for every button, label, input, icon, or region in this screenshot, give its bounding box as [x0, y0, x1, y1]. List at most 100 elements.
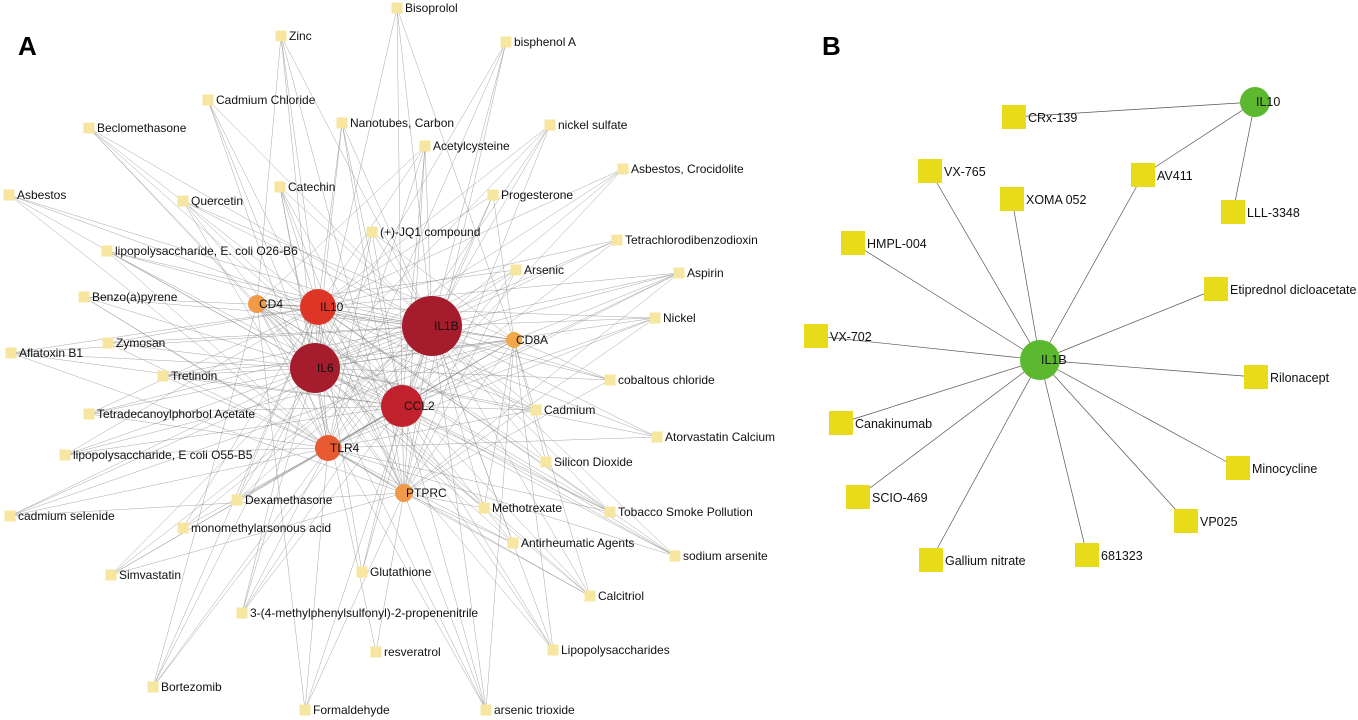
drug-marker — [1002, 105, 1026, 129]
drug-node-lipopolysaccharides: Lipopolysaccharides — [547, 643, 670, 657]
edge-tobacco-smoke-pollution-il6 — [314, 367, 611, 513]
edge-xoma-052-il1b — [1011, 198, 1041, 361]
drug-node-catechin: Catechin — [274, 180, 335, 194]
edge-tetrachlorodibenzodioxin-il10 — [317, 239, 618, 308]
panel-b-edges — [815, 101, 1257, 561]
gene-label: CD8A — [516, 333, 548, 347]
edge-lipopolysaccharide-e-coli-o55-b5-cd8a — [64, 339, 515, 456]
edge-benzo-a-pyrene-ptprc — [83, 296, 405, 494]
edge-beclomethasone-il6 — [88, 127, 316, 369]
drug-label: Benzo(a)pyrene — [92, 290, 178, 304]
drug-label: Aspirin — [687, 266, 724, 280]
edge-aflatoxin-b1-il1b — [10, 325, 433, 354]
edge-cadmium-selenide-tlr4 — [9, 447, 329, 517]
edge-tlr4-ptprc — [327, 447, 405, 494]
edge-3-4-methylphenylsulfonyl-2-propenenitrile-ccl2 — [241, 405, 403, 614]
edge-cd8a-ptprc — [403, 339, 515, 494]
edge-canakinumab-il1b — [840, 359, 1041, 424]
drug-label: Canakinumab — [855, 417, 932, 431]
edge-cadmium-cd4 — [256, 303, 537, 411]
edge-tetrachlorodibenzodioxin-il1b — [431, 239, 618, 327]
drug-marker — [1204, 277, 1228, 301]
edge-nickel-tlr4 — [327, 317, 656, 449]
drug-label: sodium arsenite — [683, 549, 768, 563]
drug-label: Beclomethasone — [97, 121, 187, 135]
drug-label: Acetylcysteine — [433, 139, 510, 153]
drug-node-asbestos: Asbestos — [3, 188, 66, 202]
drug-node-3-4-methylphenylsulfonyl-2-propenenitrile: 3-(4-methylphenylsulfonyl)-2-propenenitr… — [236, 606, 478, 620]
gene-node-ccl2: CCL2 — [381, 385, 435, 427]
edge-dexamethasone-il10 — [236, 306, 319, 501]
edge-quercetin-ccl2 — [182, 200, 403, 407]
drug-marker — [919, 548, 943, 572]
gene-label: CD4 — [259, 297, 283, 311]
drug-label: Arsenic — [524, 263, 564, 277]
drug-node-progesterone: Progesterone — [487, 188, 573, 202]
edge-monomethylarsonous-acid-il10 — [182, 306, 319, 529]
edge-lipopolysaccharides-il6 — [314, 367, 554, 651]
drug-node-tetrachlorodibenzodioxin: Tetrachlorodibenzodioxin — [611, 233, 758, 247]
drug-label: Formaldehyde — [313, 703, 390, 717]
edge-resveratrol-il6 — [314, 367, 377, 653]
gene-label: IL6 — [317, 361, 334, 375]
drug-label: Silicon Dioxide — [554, 455, 633, 469]
drug-label: HMPL-004 — [867, 237, 927, 251]
drug-marker — [105, 569, 117, 581]
edge-aflatoxin-b1-ptprc — [10, 352, 405, 494]
edge-nickel-ccl2 — [401, 317, 656, 407]
drug-node-scio-469: SCIO-469 — [846, 485, 928, 509]
drug-node-tretinoin: Tretinoin — [157, 369, 217, 383]
drug-label: Quercetin — [191, 194, 243, 208]
gene-label: TLR4 — [330, 441, 360, 455]
drug-label: VX-702 — [830, 330, 872, 344]
edge-bortezomib-cd4 — [152, 303, 258, 688]
edge-zymosan-tlr4 — [107, 342, 329, 449]
gene-node-cd4: CD4 — [248, 295, 283, 313]
drug-node-quercetin: Quercetin — [177, 194, 243, 208]
gene-marker — [290, 343, 340, 393]
drug-label: Nanotubes, Carbon — [350, 116, 454, 130]
drug-marker — [157, 370, 169, 382]
drug-node-canakinumab: Canakinumab — [829, 411, 932, 435]
drug-label: Gallium nitrate — [945, 554, 1026, 568]
edge-zymosan-il10 — [107, 306, 319, 344]
drug-node-acetylcysteine: Acetylcysteine — [419, 139, 510, 153]
drug-node-aspirin: Aspirin — [673, 266, 724, 280]
edge-sodium-arsenite-cd4 — [256, 303, 676, 557]
edge-lll-3348-il10 — [1232, 101, 1256, 213]
edge-lipopolysaccharides-il10 — [317, 306, 554, 651]
drug-label: cadmium selenide — [18, 509, 115, 523]
edge-beclomethasone-il1b — [88, 127, 433, 327]
drug-node-bisphenol-a: bisphenol A — [500, 35, 576, 49]
edge-beclomethasone-il10 — [88, 127, 319, 308]
gene-node-tlr4: TLR4 — [315, 435, 360, 461]
edge-crx-139-il10 — [1013, 101, 1256, 118]
drug-label: Tetradecanoylphorbol Acetate — [97, 407, 255, 421]
drug-marker — [5, 347, 17, 359]
drug-marker — [78, 291, 90, 303]
drug-node-vx-765: VX-765 — [918, 159, 986, 183]
edge-dexamethasone-il6 — [236, 367, 316, 501]
drug-node-etiprednol-dicloacetate: Etiprednol dicloacetate — [1204, 277, 1357, 301]
edge-sodium-arsenite-ccl2 — [401, 405, 676, 557]
drug-label: resveratrol — [384, 645, 441, 659]
gene-marker — [395, 484, 413, 502]
drug-label: bisphenol A — [514, 35, 576, 49]
drug-marker — [83, 408, 95, 420]
drug-marker — [356, 566, 368, 578]
edge-tlr4-cd8a — [327, 339, 515, 449]
edge-antirheumatic-agents-tlr4 — [327, 447, 514, 544]
drug-marker — [669, 550, 681, 562]
edge-cadmium-il6 — [314, 367, 537, 411]
drug-node-gallium-nitrate: Gallium nitrate — [919, 548, 1026, 572]
edge-beclomethasone-cd4 — [88, 127, 258, 305]
drug-label: Etiprednol dicloacetate — [1230, 283, 1357, 297]
edge-simvastatin-il6 — [110, 367, 316, 576]
drug-marker — [480, 704, 492, 716]
drug-label: Aflatoxin B1 — [19, 346, 83, 360]
drug-label: Progesterone — [501, 188, 573, 202]
drug-marker — [419, 140, 431, 152]
edge-zymosan-il1b — [107, 325, 433, 344]
edge-cadmium-il10 — [317, 306, 537, 411]
